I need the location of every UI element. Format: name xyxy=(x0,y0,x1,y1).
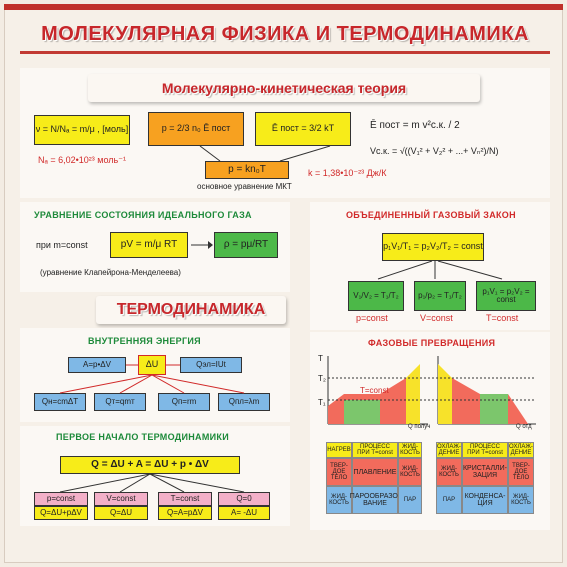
case-isothermal-cond: T=const xyxy=(158,492,212,506)
formula-density: ρ = pμ/RT xyxy=(214,232,278,258)
rt-r2c3: ЖИД-КОСТЬ xyxy=(508,486,534,514)
case-isochoric-cond: V=const xyxy=(94,492,148,506)
basic-eq-caption: основное уравнение МКТ xyxy=(197,182,292,191)
rt-r1c2: КРИСТАЛЛИ-ЗАЦИЯ xyxy=(462,458,508,486)
rt-h3: ОХЛАЖ-ДЕНИЕ xyxy=(508,442,534,458)
case-isothermal-eq: Q=A=pΔV xyxy=(158,506,212,520)
rt-r2c1: ПАР xyxy=(436,486,462,514)
law-isochoric: p₁/p₂ = T₁/T₂ xyxy=(414,281,466,311)
phase-heading: ФАЗОВЫЕ ПРЕВРАЩЕНИЯ xyxy=(368,338,496,348)
lt-h2: ПРОЦЕСС ПРИ T=const xyxy=(352,442,398,458)
t-axis-label: T xyxy=(318,354,323,363)
inner-energy-heading: ВНУТРЕННЯЯ ЭНЕРГИЯ xyxy=(88,336,201,346)
first-law-heading: ПЕРВОЕ НАЧАЛО ТЕРМОДИНАМИКИ xyxy=(56,432,229,442)
q-given-label: Q отд xyxy=(516,424,532,430)
lt-r2c3: ПАР xyxy=(398,486,422,514)
tconst-label: T=const xyxy=(360,386,389,395)
ideal-gas-prefix: при m=const xyxy=(36,240,88,250)
formula-vrms: Vс.к. = √((V₁² + V₂² + ...+ Vₙ²)/N) xyxy=(370,146,499,156)
clapeyron-caption: (уравнение Клапейрона-Менделеева) xyxy=(40,268,181,277)
case-adiabatic-eq: A= -ΔU xyxy=(218,506,270,520)
rt-h1: ОХЛАЖ-ДЕНИЕ xyxy=(436,442,462,458)
inner-energy-arrows xyxy=(59,364,245,394)
rt-h2: ПРОЦЕСС ПРИ T=const xyxy=(462,442,508,458)
lt-r2c1: ЖИД-КОСТЬ xyxy=(326,486,352,514)
cond-isochoric: V=const xyxy=(420,313,453,323)
law-isothermal: p₁V₁ = p₂V₂ = const xyxy=(476,281,536,311)
lt-r1c2: ПЛАВЛЕНИЕ xyxy=(352,458,398,486)
work-box: A=p•ΔV xyxy=(68,357,126,373)
case-adiabatic-cond: Q=0 xyxy=(218,492,270,506)
combined-formula: p₁V₁/T₁ = p₂V₂/T₂ = const xyxy=(382,233,484,261)
cond-isobaric: p=const xyxy=(356,313,388,323)
formula-energy: Ē пост = 3/2 kT xyxy=(255,112,351,146)
top-border xyxy=(4,4,563,10)
rt-r1c1: ЖИД-КОСТЬ xyxy=(436,458,462,486)
lt-r1c1: ТВЕР-ДОЕ ТЕЛО xyxy=(326,458,352,486)
case-isobaric-cond: p=const xyxy=(34,492,88,506)
heat-vapor-box: Qп=rm xyxy=(158,393,210,411)
q-received-label: Q получ xyxy=(408,424,431,430)
heat-heating-box: Qн=cmΔT xyxy=(34,393,86,411)
avogadro-constant: Nₐ = 6,02•10²³ моль⁻¹ xyxy=(38,155,126,165)
rt-r2c2: КОНДЕНСА-ЦИЯ xyxy=(462,486,508,514)
law-isobaric: V₁/V₂ = T₁/T₂ xyxy=(348,281,404,311)
lt-h1: НАГРЕВ xyxy=(326,442,352,458)
mkt-arrows xyxy=(199,146,331,162)
lt-r1c3: ЖИД-КОСТЬ xyxy=(398,458,422,486)
first-law-arrows xyxy=(59,474,245,492)
page-title: МОЛЕКУЛЯРНАЯ ФИЗИКА И ТЕРМОДИНАМИКА xyxy=(20,14,550,54)
combined-heading: ОБЪЕДИНЕННЫЙ ГАЗОВЫЙ ЗАКОН xyxy=(346,210,516,220)
thermo-heading: ТЕРМОДИНАМИКА xyxy=(96,296,286,324)
ideal-gas-heading: УРАВНЕНИЕ СОСТОЯНИЯ ИДЕАЛЬНОГО ГАЗА xyxy=(34,210,252,220)
formula-clapeyron: pV = m/μ RT xyxy=(110,232,188,258)
t1-label: T₁ xyxy=(318,398,326,407)
formula-pnkt: p = kn₀T xyxy=(205,161,289,179)
cond-isothermal: T=const xyxy=(486,313,519,323)
lt-h3: ЖИД-КОСТЬ xyxy=(398,442,422,458)
case-isochoric-eq: Q=ΔU xyxy=(94,506,148,520)
boltzmann-constant: k = 1,38•10⁻²³ Дж/К xyxy=(308,168,387,178)
rt-r1c3: ТВЕР-ДОЕ ТЕЛО xyxy=(508,458,534,486)
heat-melt-box: Qпл=λm xyxy=(218,393,270,411)
arrow-right-icon xyxy=(191,241,213,249)
formula-amount: ν = N/Nₐ = m/μ , [моль] xyxy=(34,115,130,145)
t2-label: T₂ xyxy=(318,374,326,383)
phase-diagram xyxy=(327,356,536,425)
mkt-heading: Молекулярно-кинетическая теория xyxy=(88,74,480,102)
combined-arrows xyxy=(377,261,503,280)
heat-fuel-box: Qт=qmт xyxy=(94,393,146,411)
case-isobaric-eq: Q=ΔU+pΔV xyxy=(34,506,88,520)
formula-energy-2: Ē пост = m v²с.к. / 2 xyxy=(370,120,460,131)
formula-pressure: p = 2/3 n₀ Ē пост xyxy=(148,112,244,146)
lt-r2c2: ПАРООБРАЗО-ВАНИЕ xyxy=(350,486,400,514)
first-law-formula: Q = ΔU + A = ΔU + p • ΔV xyxy=(60,456,240,474)
electric-heat-box: Qэл=IUt xyxy=(180,357,242,373)
delta-u-box: ΔU xyxy=(138,355,166,375)
